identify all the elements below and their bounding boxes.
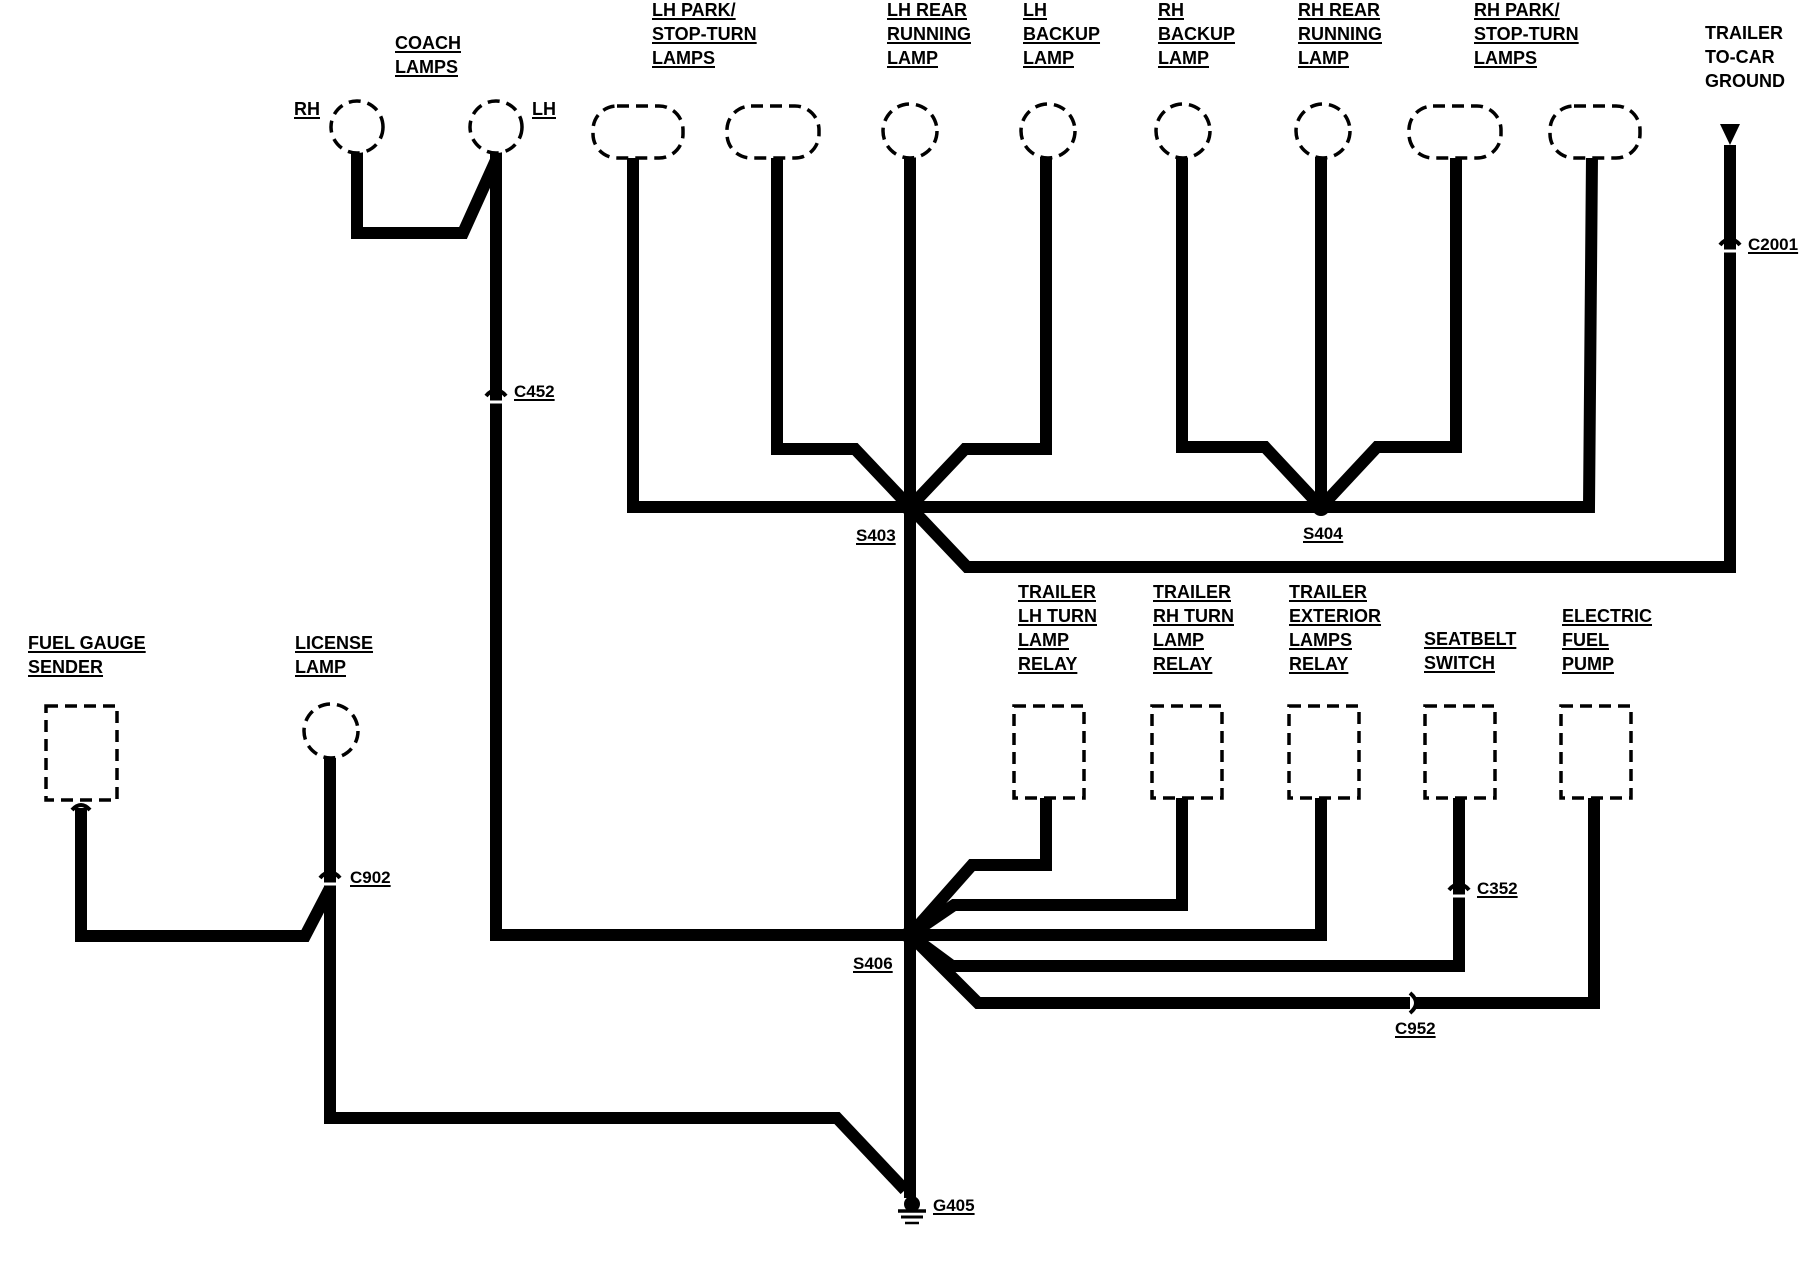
rh-park-lamp-1	[1407, 104, 1503, 160]
wire-lh-park-2	[771, 156, 915, 512]
s406-label: S406	[853, 954, 893, 973]
wire-trailer-lh-relay	[905, 796, 1052, 939]
fuel-gauge-terminal-icon	[70, 803, 92, 812]
lh-backup-lamp	[1019, 102, 1077, 160]
license-lamp	[302, 702, 360, 760]
trailer-rh-relay	[1150, 704, 1224, 800]
g405-ground-icon	[898, 1196, 926, 1225]
components	[44, 99, 1642, 802]
c2001-connector-icon	[1718, 237, 1742, 247]
coach-lh-label: LH	[532, 99, 556, 119]
coach-rh-label: RH	[294, 99, 320, 119]
c452-label: C452	[514, 382, 555, 401]
label-underlines	[28, 18, 1799, 1215]
c452-connector-icon	[484, 388, 508, 398]
g405-label: G405	[933, 1196, 975, 1215]
s406-splice-icon	[901, 926, 919, 944]
wire-rh-park-1	[1316, 156, 1462, 512]
c352-label: C352	[1477, 879, 1518, 898]
s404-label: S404	[1303, 524, 1343, 543]
reference-labels: C452 C2001 S403 S404 S406 C902 C352 C952…	[350, 235, 1798, 1215]
s404-splice-icon	[1312, 498, 1330, 516]
s403-label: S403	[856, 526, 896, 545]
wire-lh-backup	[905, 152, 1052, 512]
wire-trailer-ground	[905, 145, 1736, 573]
wire-trailer-rh-relay	[906, 796, 1188, 940]
wire-fuel-gauge	[75, 808, 336, 942]
c352-connector-icon	[1447, 882, 1471, 892]
c902-connector-icon	[318, 870, 342, 880]
rh-rear-running-lamp	[1294, 102, 1352, 160]
seatbelt-switch	[1423, 704, 1497, 800]
wire-s403-s404	[910, 155, 1598, 513]
fuel-gauge-sender	[44, 704, 119, 802]
c952-label: C952	[1395, 1019, 1436, 1038]
s403-splice-icon	[901, 498, 919, 516]
wire-coach-lh-to-s406	[490, 152, 910, 941]
trailer-ext-relay	[1287, 704, 1361, 800]
trailer-ground-arrow-icon	[1720, 124, 1740, 145]
wire-license-lamp	[324, 758, 910, 1195]
rh-backup-lamp	[1154, 102, 1212, 160]
c952-connector-icon	[1408, 991, 1418, 1015]
wire-trailer-ext-relay	[910, 796, 1327, 941]
coach-rh-lamp	[329, 99, 385, 155]
c902-label: C902	[350, 868, 391, 887]
lh-park-lamp-2	[725, 104, 821, 160]
symbols	[70, 124, 1742, 1225]
fuel-pump	[1559, 704, 1633, 800]
lh-park-lamp-1	[591, 104, 685, 160]
wire-fuel-pump	[905, 796, 1600, 1009]
wire-lh-park-1	[627, 156, 910, 513]
wire-rh-backup	[1176, 152, 1326, 512]
wire-coach-rh	[351, 152, 502, 239]
rh-park-lamp-2	[1548, 104, 1642, 160]
coach-lh-lamp	[468, 99, 524, 155]
lh-rear-running-lamp	[881, 102, 939, 160]
c2001-label: C2001	[1748, 235, 1798, 254]
wires	[75, 145, 1736, 1198]
trailer-lh-relay	[1012, 704, 1086, 800]
